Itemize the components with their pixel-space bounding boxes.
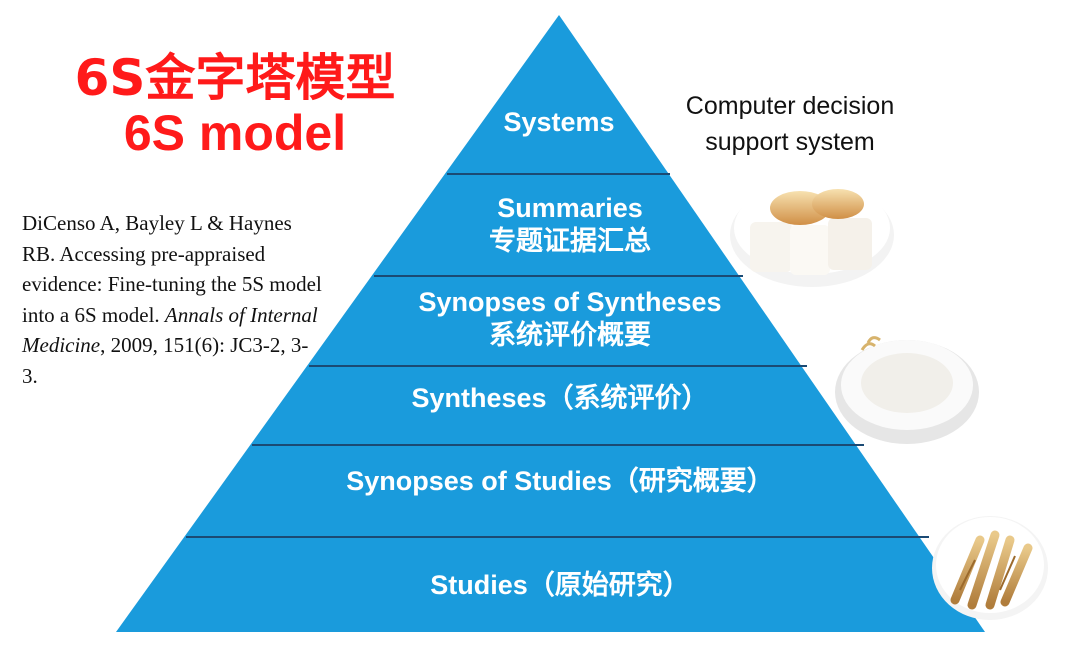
pyramid-level-synopses-of-syntheses: Synopses of Syntheses 系统评价概要 (360, 286, 780, 352)
citation-details: , 2009, 151(6): JC3-2, 3-3. (22, 333, 309, 388)
pyramid-level-summaries: Summaries 专题证据汇总 (400, 192, 740, 258)
wheat-photo (932, 516, 1048, 620)
citation: DiCenso A, Bayley L & Haynes RB. Accessi… (22, 208, 322, 391)
level-chinese-name: 系统评价概要 (489, 320, 651, 351)
level-chinese-name: 专题证据汇总 (489, 226, 651, 257)
flour-bowl-photo (835, 336, 979, 444)
page-title-english: 6S model (123, 105, 347, 161)
citation-journal: Annals of Internal Medicine (22, 302, 318, 358)
level-name: Systems (503, 107, 615, 137)
citation-authors: DiCenso A, Bayley L & Haynes RB. Accessi… (22, 211, 322, 327)
level-name: Studies（原始研究） (430, 570, 690, 600)
page-title-chinese: 6S金字塔模型 (74, 49, 396, 107)
steamed-bun-photo (730, 182, 894, 287)
pyramid-level-systems: Systems (459, 106, 659, 139)
pyramid-level-syntheses: Syntheses（系统评价） (330, 382, 790, 415)
level-name: Summaries (497, 193, 643, 223)
pyramid-body (116, 15, 985, 632)
pyramid-level-synopses-of-studies: Synopses of Studies（研究概要） (240, 465, 880, 498)
computer-decision-support-label: Computer decision support system (655, 88, 925, 160)
side-label-line1: Computer decision (685, 92, 895, 120)
level-name: Syntheses（系统评价） (411, 383, 709, 413)
pyramid-level-studies: Studies（原始研究） (240, 569, 880, 602)
level-name: Synopses of Studies（研究概要） (346, 466, 774, 496)
level-name: Synopses of Syntheses (418, 287, 722, 317)
side-label-line2: support system (705, 128, 875, 156)
